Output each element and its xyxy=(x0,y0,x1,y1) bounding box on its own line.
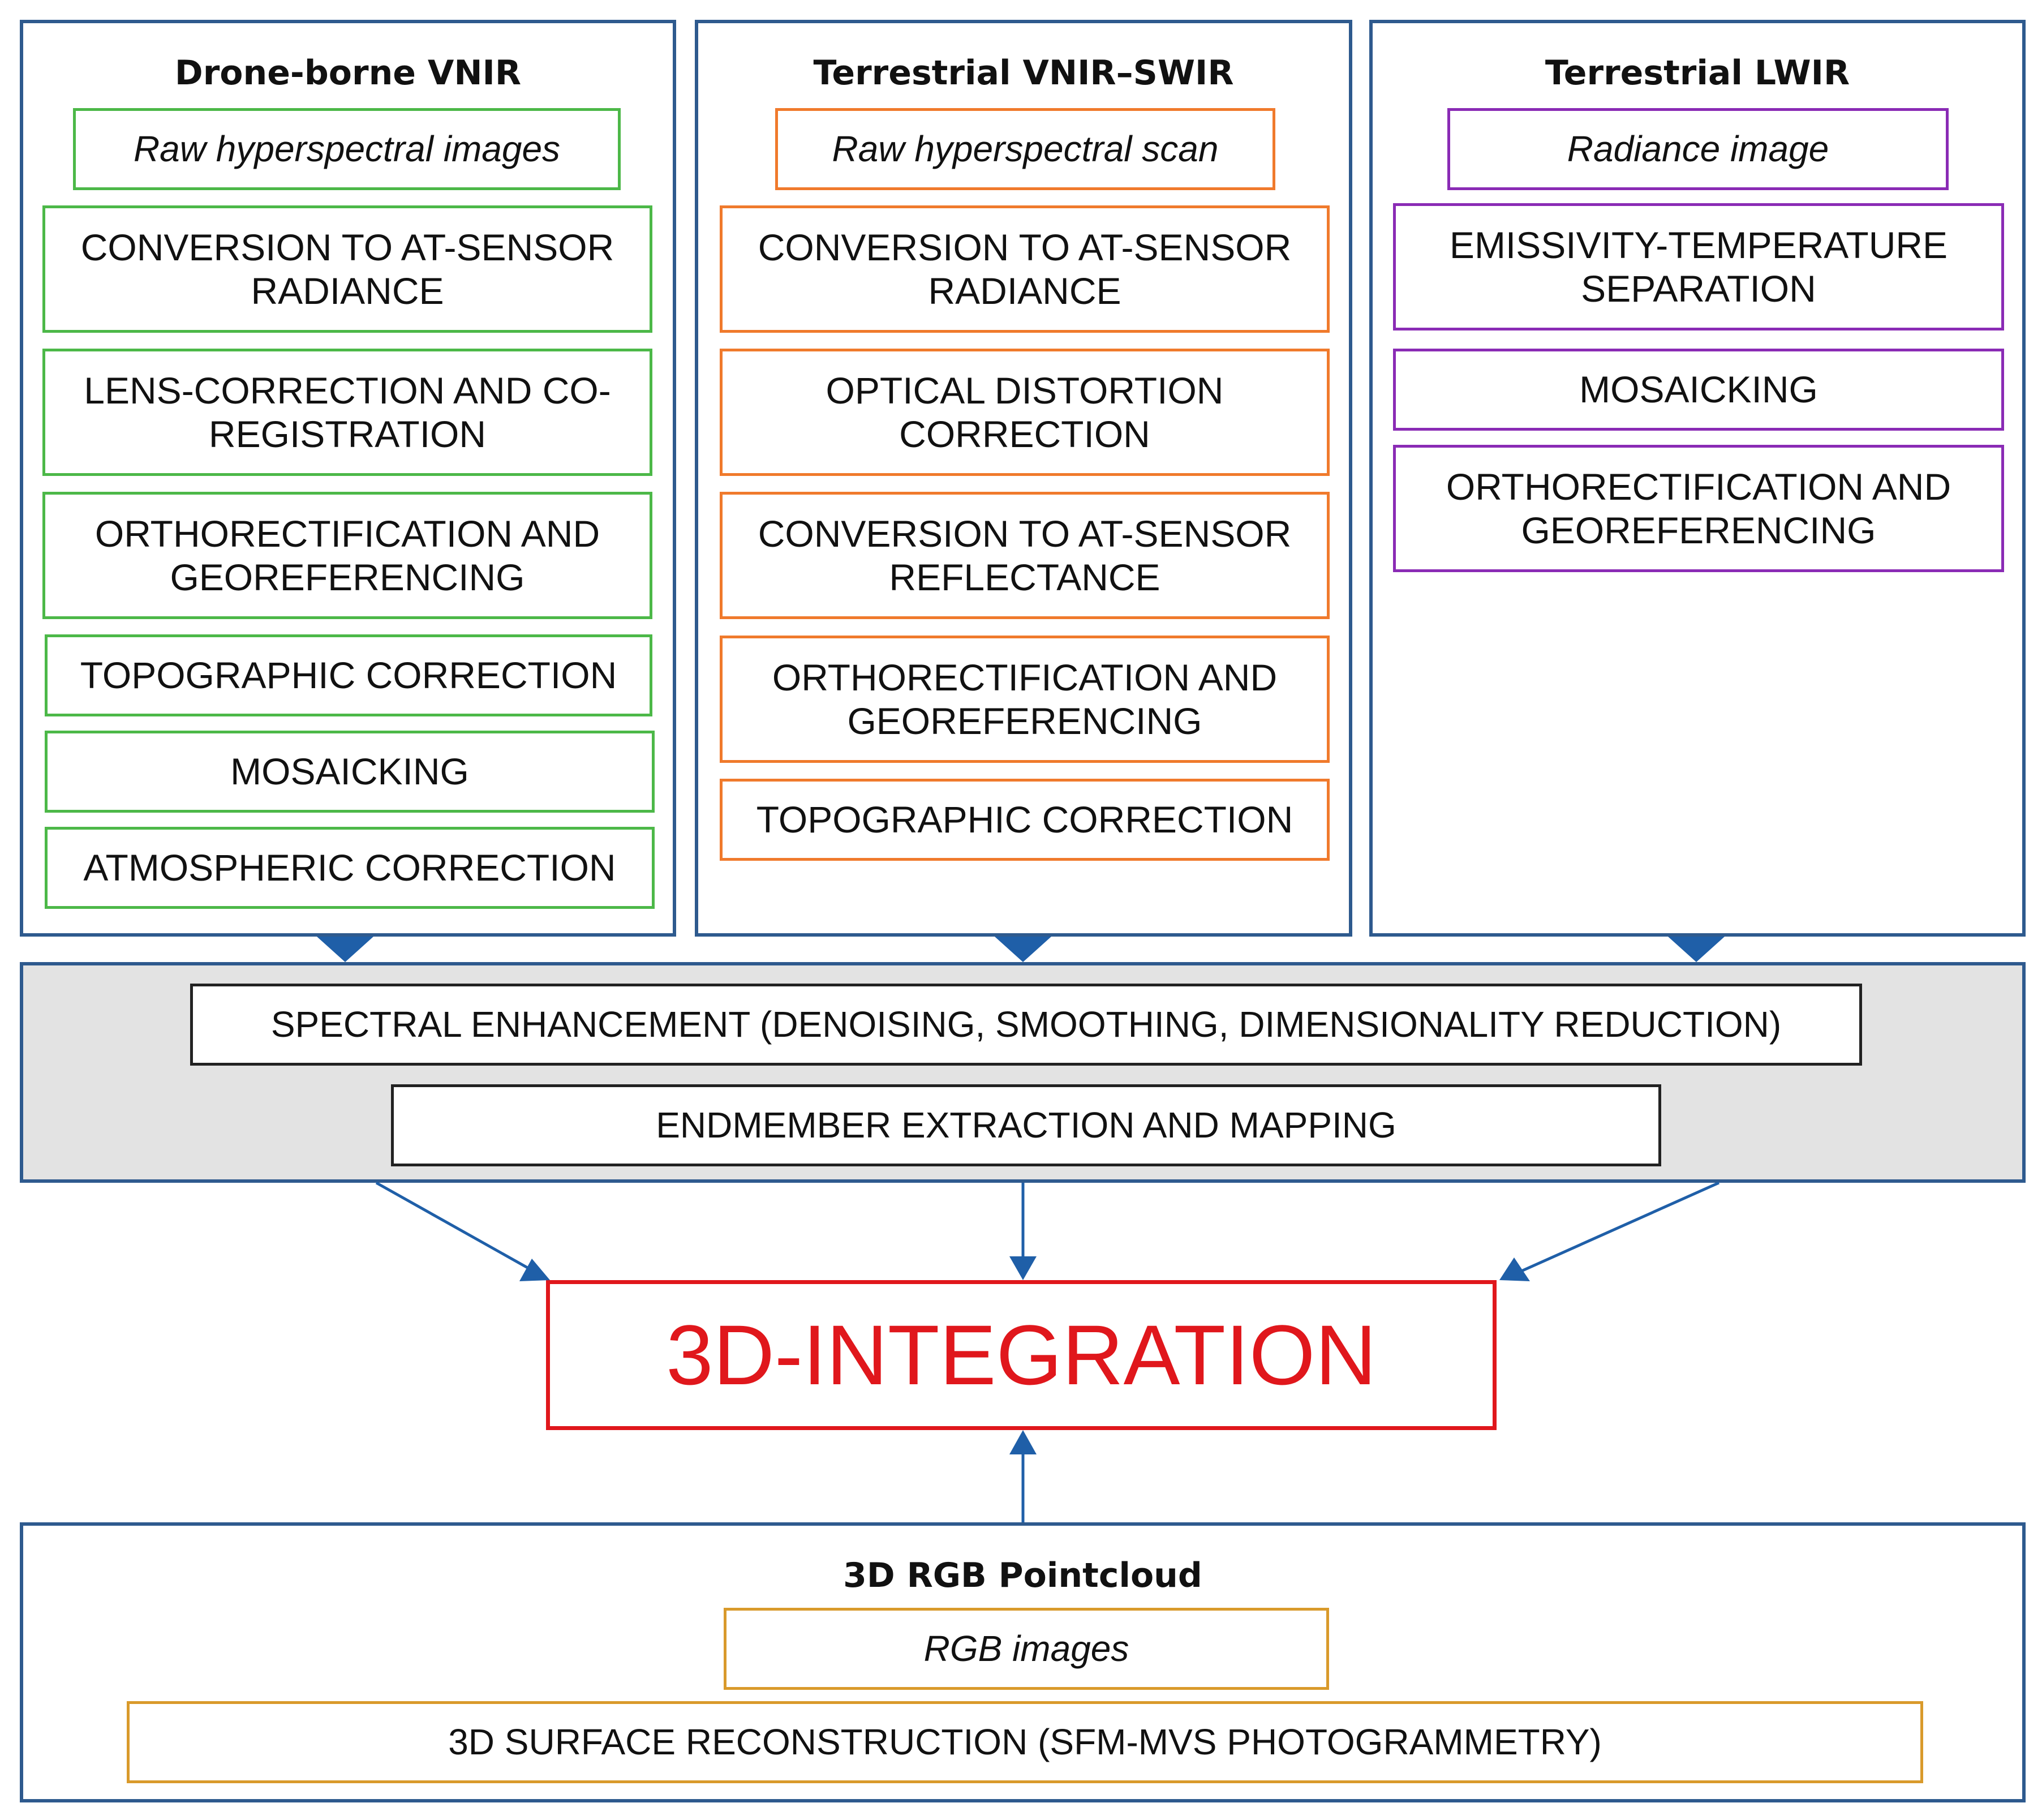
step-label: OPTICAL DISTORTION CORRECTION xyxy=(826,369,1224,455)
step-label: TOPOGRAPHIC CORRECTION xyxy=(756,799,1293,841)
step-label: MOSAICKING xyxy=(1579,368,1818,411)
integration-box: 3D-INTEGRATION xyxy=(546,1280,1497,1430)
step-box: TOPOGRAPHIC CORRECTION xyxy=(720,779,1330,861)
step-box: ORTHORECTIFICATION AND GEOREFERENCING xyxy=(42,492,652,619)
panel-title: Drone-borne VNIR xyxy=(174,53,522,93)
input-box: Raw hyperspectral scan xyxy=(775,108,1275,190)
column-arrow-head xyxy=(995,937,1051,962)
step-label: 3D SURFACE RECONSTRUCTION (SFM-MVS PHOTO… xyxy=(448,1722,1602,1763)
panel-title: Terrestrial VNIR–SWIR xyxy=(813,53,1234,93)
step-label: ENDMEMBER EXTRACTION AND MAPPING xyxy=(656,1105,1396,1146)
input-label: Raw hyperspectral scan xyxy=(832,128,1219,170)
panel-terrestrial-lwir: Terrestrial LWIR Radiance image EMISSIVI… xyxy=(1369,20,2026,937)
step-box: MOSAICKING xyxy=(45,731,655,813)
arrow-head xyxy=(1009,1256,1037,1280)
step-box: EMISSIVITY-TEMPERATURE SEPARATION xyxy=(1393,203,2004,330)
step-label: MOSAICKING xyxy=(230,750,469,793)
input-box: Raw hyperspectral images xyxy=(73,108,621,190)
input-box: Radiance image xyxy=(1447,108,1949,190)
step-box: LENS-CORRECTION AND CO-REGISTRATION xyxy=(42,349,652,476)
step-box: TOPOGRAPHIC CORRECTION xyxy=(45,634,652,716)
step-label: ORTHORECTIFICATION AND GEOREFERENCING xyxy=(1446,465,1951,551)
input-label: Raw hyperspectral images xyxy=(133,128,561,170)
input-box: RGB images xyxy=(724,1608,1329,1690)
step-box: ORTHORECTIFICATION AND GEOREFERENCING xyxy=(720,636,1330,763)
step-label: ATMOSPHERIC CORRECTION xyxy=(83,847,616,889)
step-label: ORTHORECTIFICATION AND GEOREFERENCING xyxy=(772,656,1278,742)
connector-line xyxy=(375,1181,539,1275)
input-label: RGB images xyxy=(923,1628,1129,1669)
step-label: TOPOGRAPHIC CORRECTION xyxy=(80,654,617,697)
step-box: OPTICAL DISTORTION CORRECTION xyxy=(720,349,1330,476)
step-box: CONVERSION TO AT-SENSOR REFLECTANCE xyxy=(720,492,1330,619)
column-arrow-head xyxy=(317,937,373,962)
step-box: CONVERSION TO AT-SENSOR RADIANCE xyxy=(42,205,652,333)
step-label: CONVERSION TO AT-SENSOR RADIANCE xyxy=(758,226,1292,312)
arrow-head xyxy=(519,1259,550,1281)
step-box: MOSAICKING xyxy=(1393,349,2004,431)
step-box: ORTHORECTIFICATION AND GEOREFERENCING xyxy=(1393,445,2004,572)
integration-label: 3D-INTEGRATION xyxy=(666,1307,1377,1402)
panel-rgb-pointcloud: 3D RGB Pointcloud RGB images 3D SURFACE … xyxy=(20,1522,2026,1802)
panel-title: 3D RGB Pointcloud xyxy=(843,1556,1202,1595)
connector-line xyxy=(1515,1181,1720,1275)
step-box: CONVERSION TO AT-SENSOR RADIANCE xyxy=(720,205,1330,333)
step-box: ATMOSPHERIC CORRECTION xyxy=(45,827,655,909)
step-label: CONVERSION TO AT-SENSOR RADIANCE xyxy=(80,226,614,312)
arrow-head xyxy=(1499,1257,1530,1281)
step-label: LENS-CORRECTION AND CO-REGISTRATION xyxy=(84,369,611,455)
column-arrow-head xyxy=(1668,937,1725,962)
arrow-head xyxy=(1009,1430,1037,1454)
input-label: Radiance image xyxy=(1567,128,1829,170)
panel-terrestrial-vnir-swir: Terrestrial VNIR–SWIR Raw hyperspectral … xyxy=(695,20,1352,937)
step-label: ORTHORECTIFICATION AND GEOREFERENCING xyxy=(94,512,600,598)
panel-drone-vnir: Drone-borne VNIR Raw hyperspectral image… xyxy=(20,20,676,937)
endmember-box: ENDMEMBER EXTRACTION AND MAPPING xyxy=(391,1084,1661,1166)
shared-processing-band: SPECTRAL ENHANCEMENT (DENOISING, SMOOTHI… xyxy=(20,962,2026,1183)
step-box: 3D SURFACE RECONSTRUCTION (SFM-MVS PHOTO… xyxy=(127,1701,1923,1783)
panel-title: Terrestrial LWIR xyxy=(1545,53,1850,93)
spectral-enhancement-box: SPECTRAL ENHANCEMENT (DENOISING, SMOOTHI… xyxy=(190,984,1862,1066)
step-label: SPECTRAL ENHANCEMENT (DENOISING, SMOOTHI… xyxy=(270,1004,1782,1045)
step-label: EMISSIVITY-TEMPERATURE SEPARATION xyxy=(1449,224,1948,310)
step-label: CONVERSION TO AT-SENSOR REFLECTANCE xyxy=(758,512,1292,598)
